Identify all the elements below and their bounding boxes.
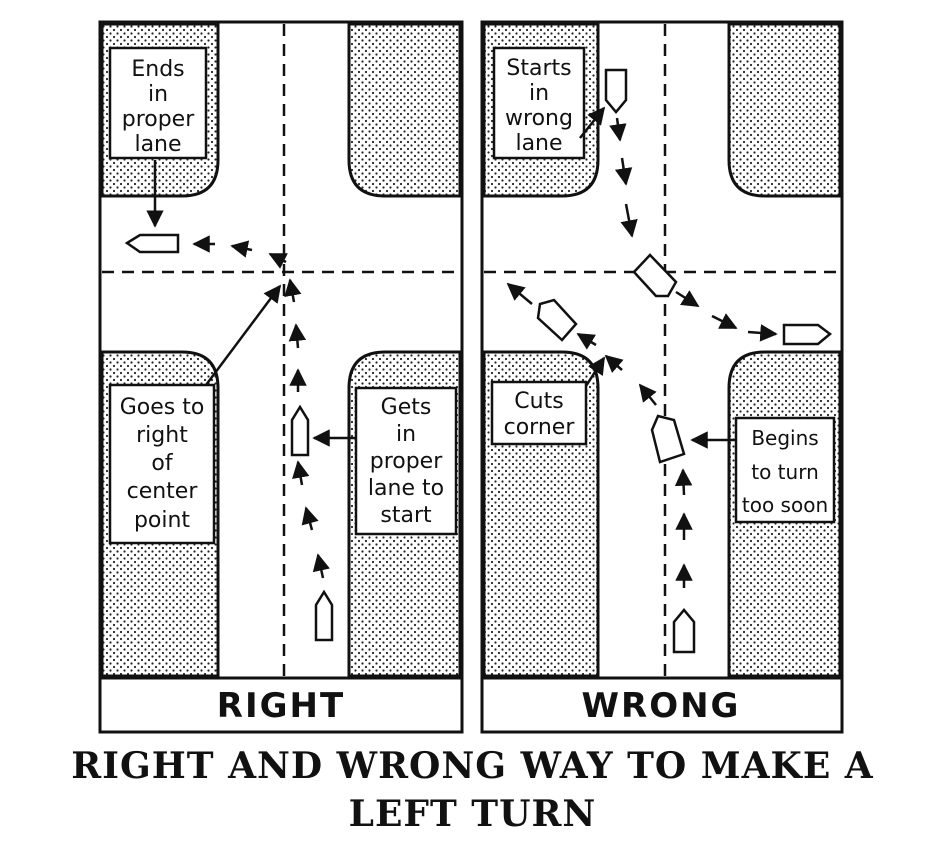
svg-text:center: center bbox=[127, 479, 199, 504]
svg-text:Begins: Begins bbox=[751, 426, 818, 450]
svg-text:in: in bbox=[396, 422, 416, 447]
svg-text:Goes to: Goes to bbox=[120, 395, 205, 420]
label-gets-in-proper-lane: Gets in proper lane to start bbox=[354, 386, 458, 536]
block-top-right bbox=[727, 22, 842, 198]
car-start bbox=[314, 589, 334, 642]
svg-text:too soon: too soon bbox=[742, 493, 828, 517]
svg-text:Ends: Ends bbox=[131, 57, 184, 82]
right-panel: RIGHT Ends in proper lane Goes bbox=[98, 20, 464, 734]
svg-text:lane: lane bbox=[515, 131, 562, 156]
svg-text:in: in bbox=[148, 82, 168, 107]
svg-text:proper: proper bbox=[122, 107, 195, 132]
svg-text:right: right bbox=[136, 423, 188, 448]
label-cuts-corner: Cuts corner bbox=[490, 380, 588, 446]
svg-text:corner: corner bbox=[504, 415, 576, 440]
left-turn-diagram: RIGHT Ends in proper lane Goes bbox=[98, 20, 844, 734]
svg-text:Starts: Starts bbox=[506, 56, 571, 81]
svg-text:in: in bbox=[529, 81, 549, 106]
svg-text:wrong: wrong bbox=[505, 106, 573, 131]
svg-text:start: start bbox=[380, 503, 432, 528]
svg-text:Cuts: Cuts bbox=[514, 389, 563, 414]
car-too-soon-end bbox=[536, 298, 578, 342]
car-wrong-lane-mid bbox=[632, 253, 678, 298]
wrong-panel-title: WRONG bbox=[582, 686, 741, 726]
label-ends-in-proper-lane: Ends in proper lane bbox=[108, 46, 208, 160]
caption-line-2: LEFT TURN bbox=[348, 793, 597, 835]
svg-text:lane to: lane to bbox=[368, 476, 444, 501]
label-begins-to-turn-too-soon: Begins to turn too soon bbox=[734, 416, 836, 524]
car-end bbox=[124, 233, 180, 254]
car-too-soon-mid bbox=[650, 414, 686, 464]
block-top-right bbox=[347, 22, 462, 198]
svg-text:point: point bbox=[134, 508, 190, 533]
svg-text:of: of bbox=[151, 451, 173, 476]
svg-text:proper: proper bbox=[370, 449, 443, 474]
svg-text:Gets: Gets bbox=[381, 395, 432, 420]
right-panel-title: RIGHT bbox=[217, 686, 345, 726]
car-mid bbox=[290, 404, 310, 457]
label-goes-to-right-of-center: Goes to right of center point bbox=[108, 383, 216, 545]
car-too-soon-start bbox=[672, 608, 696, 654]
caption-line-1: RIGHT AND WRONG WAY TO MAKE A bbox=[71, 745, 874, 787]
car-wrong-lane-start bbox=[604, 68, 628, 114]
svg-text:lane: lane bbox=[134, 132, 181, 157]
wrong-panel: WRONG Starts in bbox=[480, 20, 844, 734]
svg-text:to turn: to turn bbox=[751, 460, 819, 484]
car-wrong-lane-end bbox=[782, 323, 833, 346]
label-starts-in-wrong-lane: Starts in wrong lane bbox=[492, 46, 586, 160]
